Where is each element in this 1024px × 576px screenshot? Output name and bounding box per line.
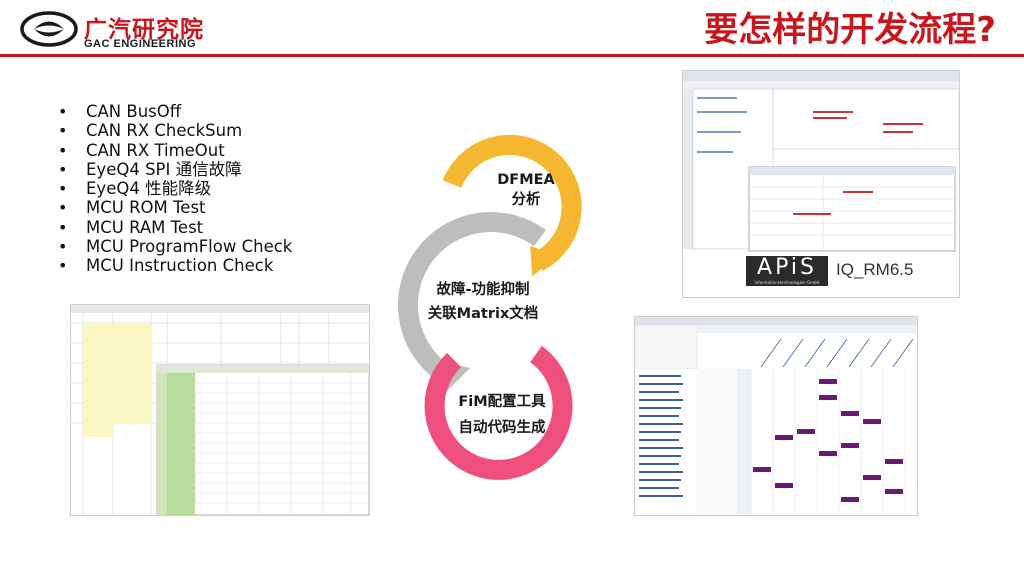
step-matrix-label: 故障-功能抑制 关联Matrix文档 [408,280,558,324]
header-divider [0,54,1024,57]
step-dfmea-line1: DFMEA [497,172,555,188]
step-fim-line2: 自动代码生成 [458,420,546,436]
list-item: MCU Instruction Check [58,256,292,276]
cycle-arrows-icon [398,134,582,480]
apis-logo-text: APiS [757,255,817,280]
list-item: EyeQ4 性能降级 [58,179,292,199]
list-item: EyeQ4 SPI 通信故障 [58,160,292,180]
step-matrix-line2: 关联Matrix文档 [427,306,539,322]
list-item: CAN BusOff [58,102,292,122]
list-item: MCU RAM Test [58,218,292,238]
matrix-spreadsheet-screenshot [70,304,370,516]
list-item: MCU ProgramFlow Check [58,237,292,257]
step-fim-label: FiM配置工具 自动代码生成 [432,392,572,438]
gac-logo: 广汽研究院 GAC ENGINEERING [20,8,250,52]
fault-list: CAN BusOff CAN RX CheckSum CAN RX TimeOu… [58,102,292,276]
step-dfmea-line2: 分析 [511,192,541,208]
page-title: 要怎样的开发流程? [704,10,996,50]
list-item: CAN RX TimeOut [58,141,292,161]
list-item: MCU ROM Test [58,198,292,218]
step-fim-line1: FiM配置工具 [458,394,546,410]
apis-product-name: IQ_RM6.5 [836,260,914,279]
logo-cn-text: 广汽研究院 [84,17,204,43]
fim-tool-screenshot [634,316,918,516]
gac-logo-mark-icon [20,11,78,47]
spreadsheet-thumbnail-icon [71,305,369,515]
apis-tagline: Informationstechnologien GmbH [754,280,820,285]
list-item: CAN RX CheckSum [58,121,292,141]
fim-matrix-thumbnail-icon [635,317,917,515]
apis-logo: APiS Informationstechnologien GmbH [746,256,828,286]
fmea-tool-thumbnail-icon [683,71,959,252]
step-dfmea-label: DFMEA 分析 [480,170,572,210]
step-matrix-line1: 故障-功能抑制 [436,282,530,298]
process-cycle-diagram: DFMEA 分析 故障-功能抑制 关联Matrix文档 FiM配置工具 自动代码… [380,110,620,490]
logo-en-text: GAC ENGINEERING [84,38,197,50]
